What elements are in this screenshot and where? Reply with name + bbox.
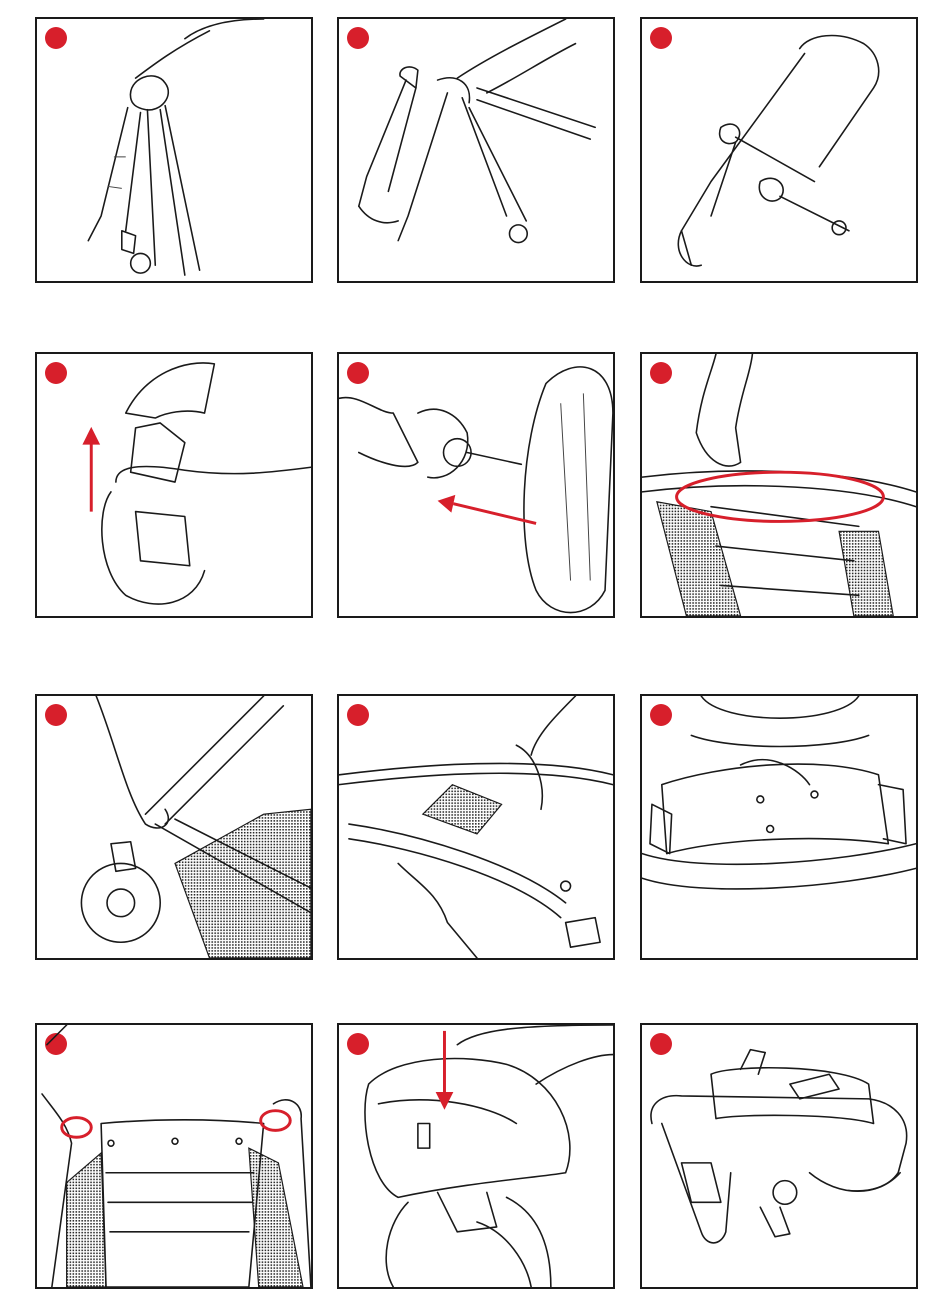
hook-highlight-right bbox=[261, 1111, 291, 1131]
front-wheel-illustration bbox=[37, 354, 311, 616]
step-panel-1 bbox=[35, 17, 313, 283]
hub-push-illustration bbox=[339, 1025, 613, 1287]
folded-stroller-illustration bbox=[642, 1025, 916, 1287]
step-panel-11 bbox=[337, 1023, 615, 1289]
folded-frame-illustration bbox=[37, 19, 311, 281]
step-panel-12 bbox=[640, 1023, 918, 1289]
step-panel-7 bbox=[35, 694, 313, 960]
highlight-ellipse bbox=[677, 472, 884, 521]
step-panel-4 bbox=[35, 352, 313, 618]
unfolding-frame-illustration bbox=[339, 19, 613, 281]
frame-joint-illustration bbox=[37, 696, 311, 958]
step-panel-9 bbox=[640, 694, 918, 960]
step-panel-5 bbox=[337, 352, 615, 618]
seat-clip-illustration bbox=[642, 354, 916, 616]
step-panel-10 bbox=[35, 1023, 313, 1289]
seat-press-illustration bbox=[642, 696, 916, 958]
arrow-up-head bbox=[82, 427, 100, 445]
seat-rail-illustration bbox=[339, 696, 613, 958]
step-panel-2 bbox=[337, 17, 615, 283]
step-panel-8 bbox=[337, 694, 615, 960]
arrow-left-head bbox=[438, 495, 456, 513]
seat-hooks-illustration bbox=[37, 1025, 311, 1287]
step-panel-3 bbox=[640, 17, 918, 283]
open-frame-illustration bbox=[642, 19, 916, 281]
step-panel-6 bbox=[640, 352, 918, 618]
rear-wheel-axle-illustration bbox=[339, 354, 613, 616]
